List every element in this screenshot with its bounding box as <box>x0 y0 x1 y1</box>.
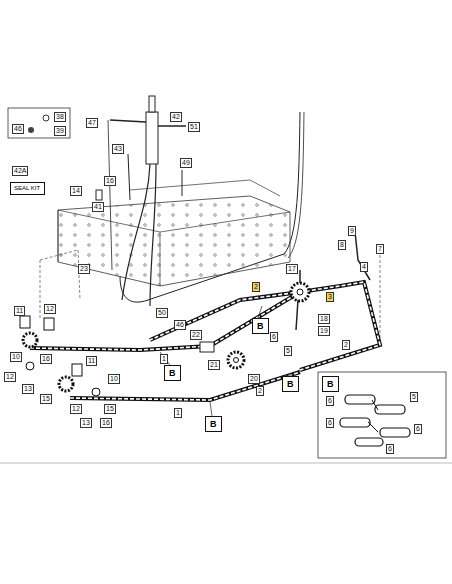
callout-number: 42 <box>170 112 182 122</box>
view-reference-box: B <box>205 416 222 432</box>
callout-number: 4 <box>360 262 368 272</box>
callout-number: 12 <box>44 304 56 314</box>
callout-number: 11 <box>86 356 97 366</box>
view-reference-box: B <box>322 376 339 392</box>
callout-number: 14 <box>70 186 82 196</box>
callout-number: 46 <box>12 124 24 134</box>
callout-number: 39 <box>54 126 66 136</box>
callout-number: 2 <box>252 282 260 292</box>
callout-number: 15 <box>104 404 116 414</box>
callout-number: 3 <box>326 292 334 302</box>
callout-number: 13 <box>22 384 34 394</box>
callout-number: 23 <box>78 264 90 274</box>
view-reference-box: B <box>164 365 181 381</box>
box-text: B <box>169 368 176 378</box>
callout-number: 6 <box>270 332 278 342</box>
callout-number: 10 <box>10 352 22 362</box>
callout-number: 16 <box>40 354 52 364</box>
callout-number: 46 <box>174 320 186 330</box>
callout-number: 51 <box>188 122 200 132</box>
callout-number: 49 <box>180 158 192 168</box>
box-text: SEAL KIT <box>14 185 41 192</box>
callout-number: 11 <box>14 306 25 316</box>
callout-number: 22 <box>190 330 202 340</box>
seal-kit-box: SEAL KIT <box>10 182 45 195</box>
callout-number: 8 <box>338 240 346 250</box>
callout-number: 42A <box>12 166 28 176</box>
callout-number: 10 <box>108 374 120 384</box>
callout-number: 6 <box>386 444 394 454</box>
callout-number: 12 <box>70 404 82 414</box>
callout-number: 38 <box>54 112 66 122</box>
callout-number: 19 <box>318 326 330 336</box>
callout-number: 50 <box>156 308 168 318</box>
callout-number: 5 <box>284 346 292 356</box>
callout-number: 6 <box>326 418 334 428</box>
callout-number: 5 <box>410 392 418 402</box>
callout-number: 17 <box>286 264 298 274</box>
callout-number: 6 <box>326 396 334 406</box>
callout-number: 1 <box>160 354 168 364</box>
callout-number: 16 <box>104 176 116 186</box>
view-reference-box: B <box>252 318 269 334</box>
callout-number: 41 <box>92 202 104 212</box>
callout-number: 16 <box>100 418 112 428</box>
box-text: B <box>287 379 294 389</box>
callout-number: 15 <box>40 394 52 404</box>
view-reference-box: B <box>282 376 299 392</box>
box-text: B <box>257 321 264 331</box>
callout-number: 43 <box>112 144 124 154</box>
callout-number: 2 <box>342 340 350 350</box>
callout-number: 6 <box>414 424 422 434</box>
callout-number: 47 <box>86 118 98 128</box>
box-text: B <box>327 379 334 389</box>
callout-number: 1 <box>174 408 182 418</box>
callout-number: 13 <box>80 418 92 428</box>
callout-number: 2 <box>256 386 264 396</box>
callout-number: 18 <box>318 314 330 324</box>
callout-number: 12 <box>4 372 16 382</box>
callout-number: 9 <box>348 226 356 236</box>
callout-number: 20 <box>248 374 260 384</box>
callout-number: 7 <box>376 244 384 254</box>
box-text: B <box>210 419 217 429</box>
callout-number: 21 <box>208 360 220 370</box>
